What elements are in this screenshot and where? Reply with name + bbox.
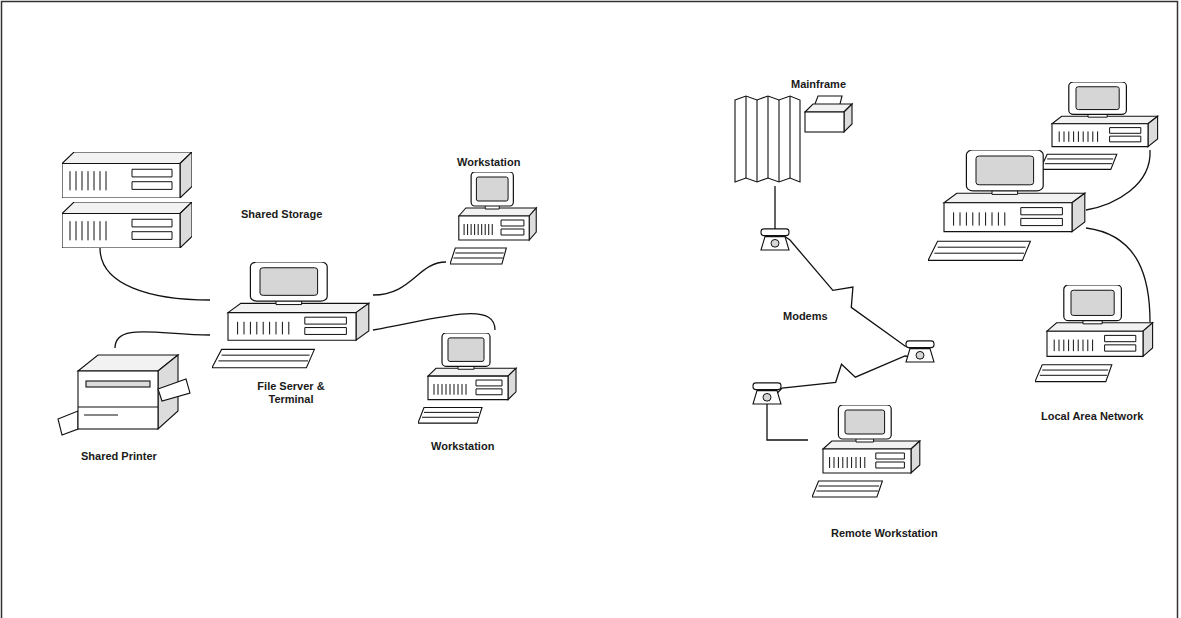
modem-drawing (753, 229, 934, 404)
mainframe-drawing (735, 96, 852, 182)
workstation-drawing (418, 172, 536, 423)
device-node: Shared Storage (58, 148, 338, 248)
device-label: Shared Printer (80, 450, 158, 463)
device-node: Workstation (446, 156, 542, 274)
device-label: File Server & Terminal (255, 380, 327, 406)
shared-storage-drawing (62, 152, 192, 248)
device-node: Remote Workstation (808, 400, 958, 545)
device-node: File Server & Terminal (210, 260, 373, 410)
device-node: Workstation (412, 330, 522, 457)
cable-line (115, 332, 210, 348)
device-label: Remote Workstation (830, 527, 939, 540)
device-label: Workstation (456, 156, 521, 169)
printer-drawing (58, 355, 190, 435)
remote-workstation-drawing (812, 405, 920, 497)
device-node: Local Area Network (925, 78, 1170, 428)
device-node: Shared Printer (52, 348, 197, 469)
cable-line (100, 248, 210, 300)
device-label: Mainframe (790, 78, 847, 91)
lan-drawing (928, 82, 1158, 382)
modem-label: Modems (782, 310, 829, 323)
cable-line (373, 314, 495, 330)
device-node: Mainframe (730, 76, 855, 186)
device-label: Workstation (430, 440, 495, 453)
device-label: Shared Storage (240, 208, 323, 221)
device-label: Local Area Network (1040, 410, 1144, 423)
cable-line (373, 262, 446, 295)
file-server-drawing (212, 262, 369, 368)
cable-line (775, 186, 925, 352)
